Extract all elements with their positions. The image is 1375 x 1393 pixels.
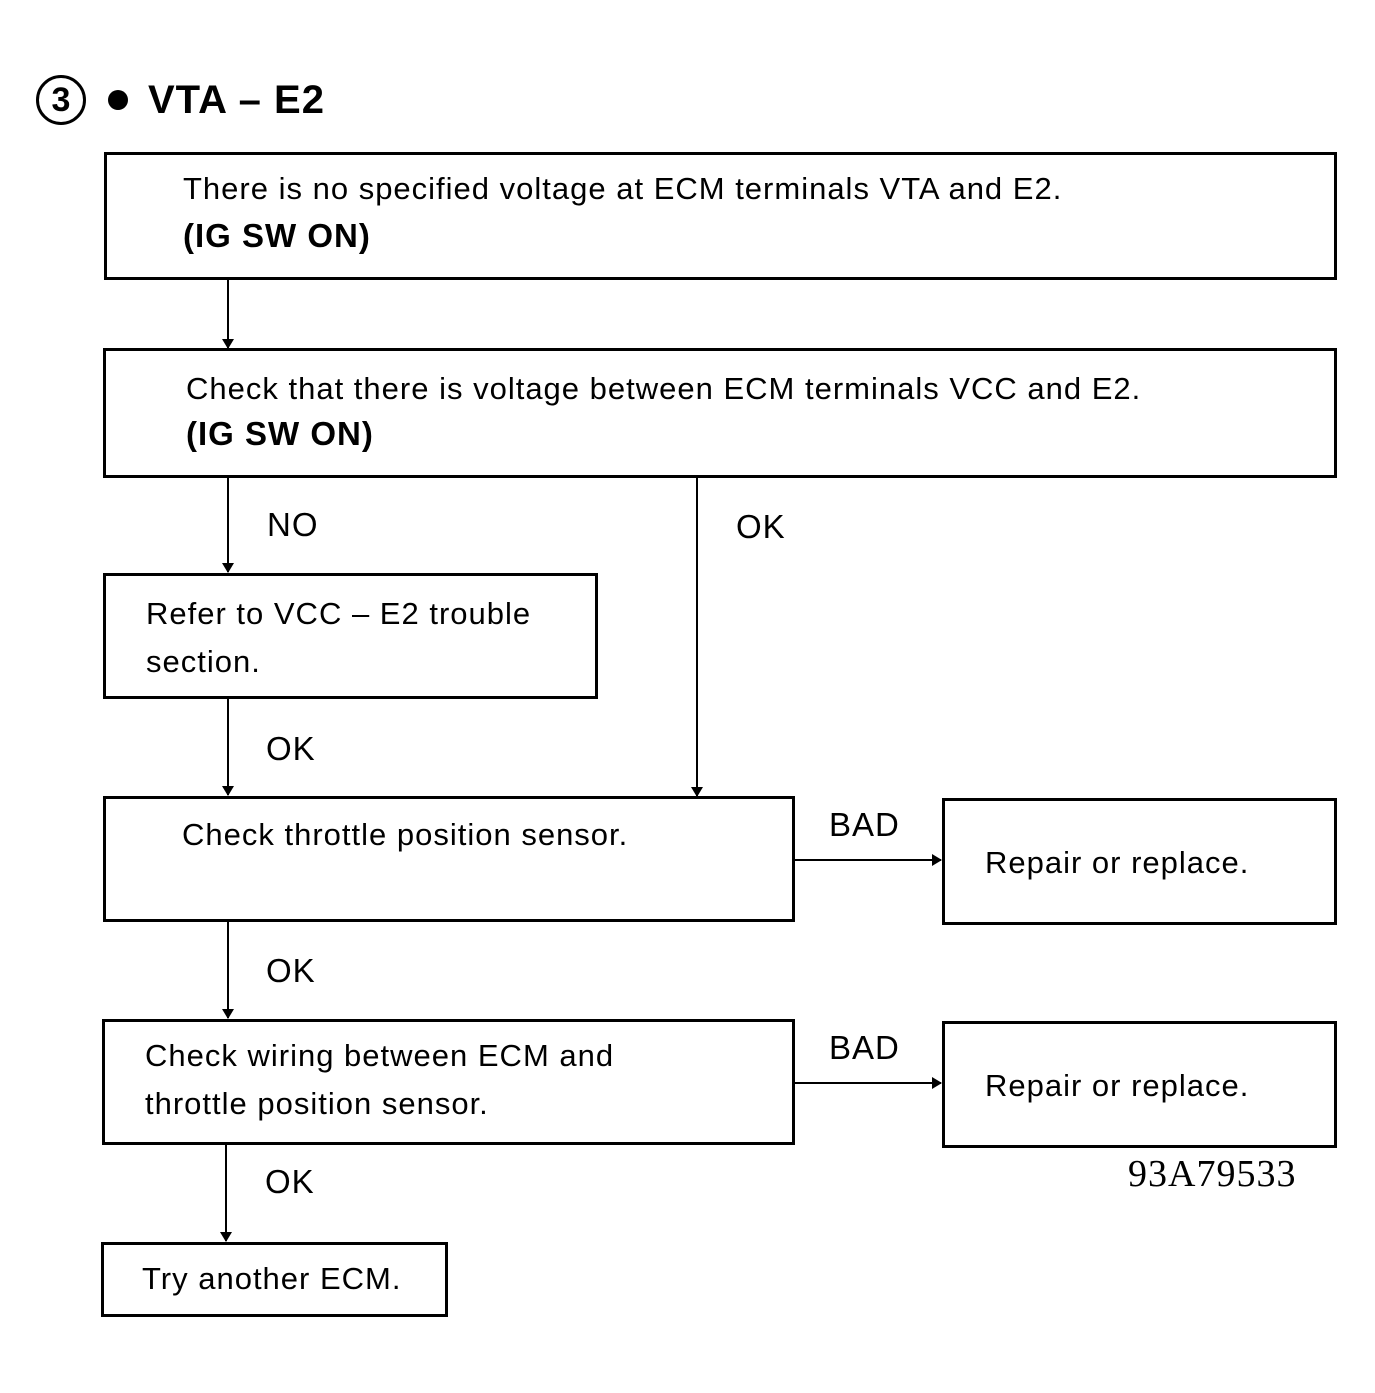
box-check-vcc-line1: Check that there is voltage between ECM … bbox=[186, 371, 1142, 406]
step-number: 3 bbox=[51, 80, 71, 119]
box-try-ecm-line1: Try another ECM. bbox=[142, 1261, 402, 1296]
label-bad-sensor: BAD bbox=[829, 806, 900, 843]
label-no: NO bbox=[267, 506, 319, 543]
box-refer-vcc-line1: Refer to VCC – E2 trouble bbox=[146, 596, 532, 631]
box-repair-1: Repair or replace. bbox=[942, 798, 1337, 925]
label-ok-wiring: OK bbox=[265, 1163, 315, 1200]
box-refer-vcc-line2: section. bbox=[146, 644, 261, 679]
section-heading: 3 VTA – E2 bbox=[36, 70, 325, 130]
box-check-vcc-line2: (IG SW ON) bbox=[186, 415, 374, 452]
step-number-circle: 3 bbox=[36, 75, 86, 125]
bullet-dot-icon bbox=[108, 90, 128, 110]
label-bad-wiring: BAD bbox=[829, 1029, 900, 1066]
box-check-vcc: Check that there is voltage between ECM … bbox=[103, 348, 1337, 478]
label-ok-refer: OK bbox=[266, 730, 316, 767]
box-check-sensor-line1: Check throttle position sensor. bbox=[182, 817, 629, 852]
box-check-wiring-line2: throttle position sensor. bbox=[145, 1086, 489, 1121]
box-check-wiring-line1: Check wiring between ECM and bbox=[145, 1038, 615, 1073]
section-title: VTA – E2 bbox=[148, 77, 325, 122]
box-check-sensor: Check throttle position sensor. bbox=[103, 796, 795, 922]
box-repair-2: Repair or replace. bbox=[942, 1021, 1337, 1148]
label-ok-vcc: OK bbox=[736, 508, 786, 545]
label-ok-sensor: OK bbox=[266, 952, 316, 989]
box-refer-vcc: Refer to VCC – E2 trouble section. bbox=[103, 573, 598, 699]
box-no-voltage-line2: (IG SW ON) bbox=[183, 217, 371, 254]
box-repair-2-line1: Repair or replace. bbox=[985, 1068, 1250, 1103]
box-repair-1-line1: Repair or replace. bbox=[985, 845, 1250, 880]
figure-id: 93A79533 bbox=[1128, 1153, 1297, 1195]
box-check-wiring: Check wiring between ECM and throttle po… bbox=[102, 1019, 795, 1145]
box-try-ecm: Try another ECM. bbox=[101, 1242, 448, 1317]
box-no-voltage-line1: There is no specified voltage at ECM ter… bbox=[183, 171, 1063, 206]
box-no-voltage: There is no specified voltage at ECM ter… bbox=[104, 152, 1337, 280]
